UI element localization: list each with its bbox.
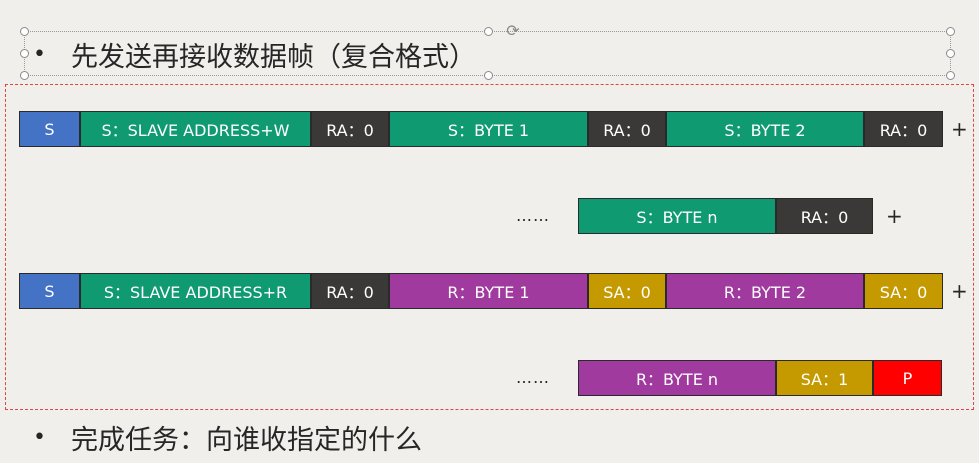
frame-row-write-continued: S：BYTE n RA：0 <box>578 198 873 234</box>
receiver-ack-cell: RA：0 <box>776 198 873 234</box>
receive-byte-n-cell: R：BYTE n <box>578 360 776 396</box>
frame-row-read-continued: R：BYTE n SA：1 P <box>578 360 942 396</box>
send-byte-2-cell: S：BYTE 2 <box>666 111 864 147</box>
sender-ack-cell: SA：0 <box>864 273 943 309</box>
continue-plus: + <box>886 204 903 228</box>
resize-handle-top-left[interactable] <box>20 27 29 36</box>
resize-handle-middle-left[interactable] <box>20 49 29 58</box>
slave-address-read-cell: S：SLAVE ADDRESS+R <box>80 273 311 309</box>
start-cell: S <box>19 273 80 309</box>
sender-ack-cell: SA：0 <box>588 273 666 309</box>
continue-plus: + <box>951 117 968 141</box>
receive-byte-1-cell: R：BYTE 1 <box>389 273 588 309</box>
continue-plus: + <box>951 279 968 303</box>
resize-handle-top-center[interactable] <box>484 27 493 36</box>
title-text[interactable]: 先发送再接收数据帧（复合格式） <box>71 41 476 73</box>
task-bullet: • <box>33 424 46 450</box>
rotate-handle-icon[interactable]: ⟳ <box>506 21 520 40</box>
ellipsis: …… <box>516 206 550 225</box>
resize-handle-top-right[interactable] <box>946 27 955 36</box>
task-text[interactable]: 完成任务：向谁收指定的什么 <box>71 424 422 456</box>
frame-row-read: S S：SLAVE ADDRESS+R RA：0 R：BYTE 1 SA：0 R… <box>19 273 943 309</box>
send-byte-1-cell: S：BYTE 1 <box>389 111 588 147</box>
diagram-selection-frame[interactable] <box>5 84 974 410</box>
resize-handle-bottom-center[interactable] <box>484 71 493 80</box>
receiver-ack-cell: RA：0 <box>311 111 389 147</box>
title-bullet-line[interactable]: • 先发送再接收数据帧（复合格式） <box>33 36 476 73</box>
receiver-ack-cell: RA：0 <box>588 111 666 147</box>
title-bullet: • <box>33 41 46 67</box>
resize-handle-bottom-right[interactable] <box>946 71 955 80</box>
resize-handle-bottom-left[interactable] <box>20 71 29 80</box>
stop-cell: P <box>873 360 942 396</box>
frame-row-write: S S：SLAVE ADDRESS+W RA：0 S：BYTE 1 RA：0 S… <box>19 111 943 147</box>
sender-nack-cell: SA：1 <box>776 360 873 396</box>
receiver-ack-cell: RA：0 <box>864 111 943 147</box>
receiver-ack-cell: RA：0 <box>311 273 389 309</box>
resize-handle-middle-right[interactable] <box>946 49 955 58</box>
ellipsis: …… <box>516 368 550 387</box>
receive-byte-2-cell: R：BYTE 2 <box>666 273 864 309</box>
title-textbox-selection[interactable]: ⟳ <box>20 23 955 80</box>
slave-address-write-cell: S：SLAVE ADDRESS+W <box>80 111 311 147</box>
start-cell: S <box>19 111 80 147</box>
send-byte-n-cell: S：BYTE n <box>578 198 776 234</box>
task-bullet-line[interactable]: • 完成任务：向谁收指定的什么 <box>33 420 422 456</box>
